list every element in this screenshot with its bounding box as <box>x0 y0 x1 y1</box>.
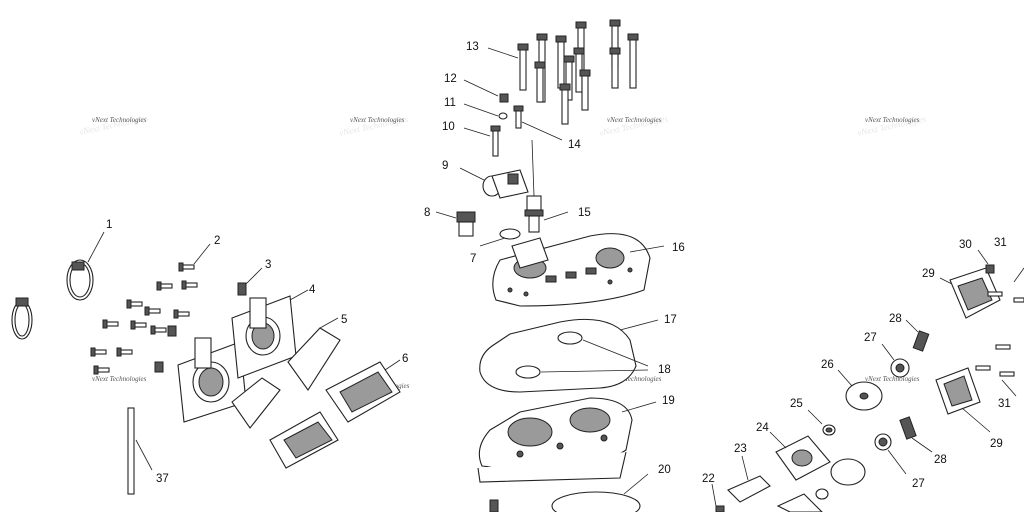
plug-8 <box>435 211 476 237</box>
callout-27b: 27 <box>912 478 925 490</box>
callout-18: 18 <box>658 364 671 376</box>
callout-20: 20 <box>658 464 671 476</box>
callout-4: 4 <box>309 284 316 296</box>
callout-17: 17 <box>664 314 677 326</box>
callout-14: 14 <box>568 139 581 151</box>
callout-25: 25 <box>790 398 803 410</box>
reed-cage-6 <box>269 359 401 469</box>
reed-valve-housing-right <box>231 289 309 379</box>
watermark: vNext Technologies <box>92 116 147 124</box>
oring-7 <box>479 228 521 247</box>
callout-8: 8 <box>424 207 430 219</box>
callout-12: 12 <box>444 73 457 85</box>
watermark: vNext Technologies <box>92 375 147 383</box>
callout-37: 37 <box>156 473 169 485</box>
callout-24: 24 <box>756 422 769 434</box>
callout-11: 11 <box>444 97 456 109</box>
cover-29-top <box>939 267 1001 319</box>
callout-28: 28 <box>889 313 902 325</box>
callout-2: 2 <box>214 235 220 247</box>
head-bolts-13 <box>487 19 639 125</box>
clip <box>154 361 164 373</box>
callout-26: 26 <box>821 359 834 371</box>
pump-body-24 <box>769 431 831 512</box>
callout-labels: 1 2 3 4 5 6 7 8 9 10 11 12 13 14 15 16 1… <box>106 41 1011 490</box>
spring-28 <box>899 319 933 453</box>
callout-15: 15 <box>578 207 591 219</box>
watermark: vNext Technologies <box>350 116 405 124</box>
diaphragm-27-bottom <box>874 433 907 475</box>
oring-18 <box>540 339 649 373</box>
cover-29-bottom <box>935 367 991 433</box>
callout-16: 16 <box>672 242 685 254</box>
seal-25 <box>807 409 836 500</box>
temp-sensor-15 <box>524 139 569 233</box>
small-parts-12-11-10 <box>463 79 563 157</box>
watermark: vNext Technologies <box>607 375 662 383</box>
gasket-23 <box>727 455 771 503</box>
fitting-3 <box>237 267 263 296</box>
reed-block-5 <box>231 317 341 429</box>
callout-6: 6 <box>402 353 408 365</box>
callout-31: 31 <box>994 237 1007 249</box>
callout-23: 23 <box>734 443 747 455</box>
callout-10: 10 <box>442 121 455 133</box>
screws-30-31 <box>975 249 1024 397</box>
clip <box>167 325 177 337</box>
watermark: vNext Technologies <box>607 116 662 124</box>
callout-27: 27 <box>864 332 877 344</box>
dipstick-37 <box>127 407 153 495</box>
watermark: vNext Technologies <box>865 375 920 383</box>
callout-22: 22 <box>702 473 715 485</box>
callout-3: 3 <box>265 259 271 271</box>
cylinder-head-cover-16 <box>492 233 665 307</box>
reed-valve-housing-left <box>177 337 247 423</box>
callout-1: 1 <box>106 219 112 231</box>
callout-19: 19 <box>662 395 675 407</box>
callout-28b: 28 <box>934 454 947 466</box>
gasket-20 <box>551 473 649 512</box>
callout-30: 30 <box>959 239 972 251</box>
callout-29: 29 <box>922 268 935 280</box>
thermostat-housing-9 <box>459 167 529 199</box>
fitting-22 <box>711 483 725 512</box>
callout-31b: 31 <box>998 398 1011 410</box>
diaphragm-27-top <box>881 343 910 378</box>
cylinder-head-19 <box>477 397 657 483</box>
drain-plug <box>489 499 499 512</box>
watermark: vNext Technologies <box>865 116 920 124</box>
callout-5: 5 <box>341 314 347 326</box>
callout-29b: 29 <box>990 438 1003 450</box>
diaphragm-26 <box>830 369 883 486</box>
callout-7: 7 <box>470 253 476 265</box>
head-gasket-17 <box>479 318 659 393</box>
hose-clamp-2 <box>11 297 33 340</box>
hose-clamp <box>66 259 94 301</box>
callout-13: 13 <box>466 41 479 53</box>
screws-left <box>90 262 198 375</box>
callout-9: 9 <box>442 160 448 172</box>
